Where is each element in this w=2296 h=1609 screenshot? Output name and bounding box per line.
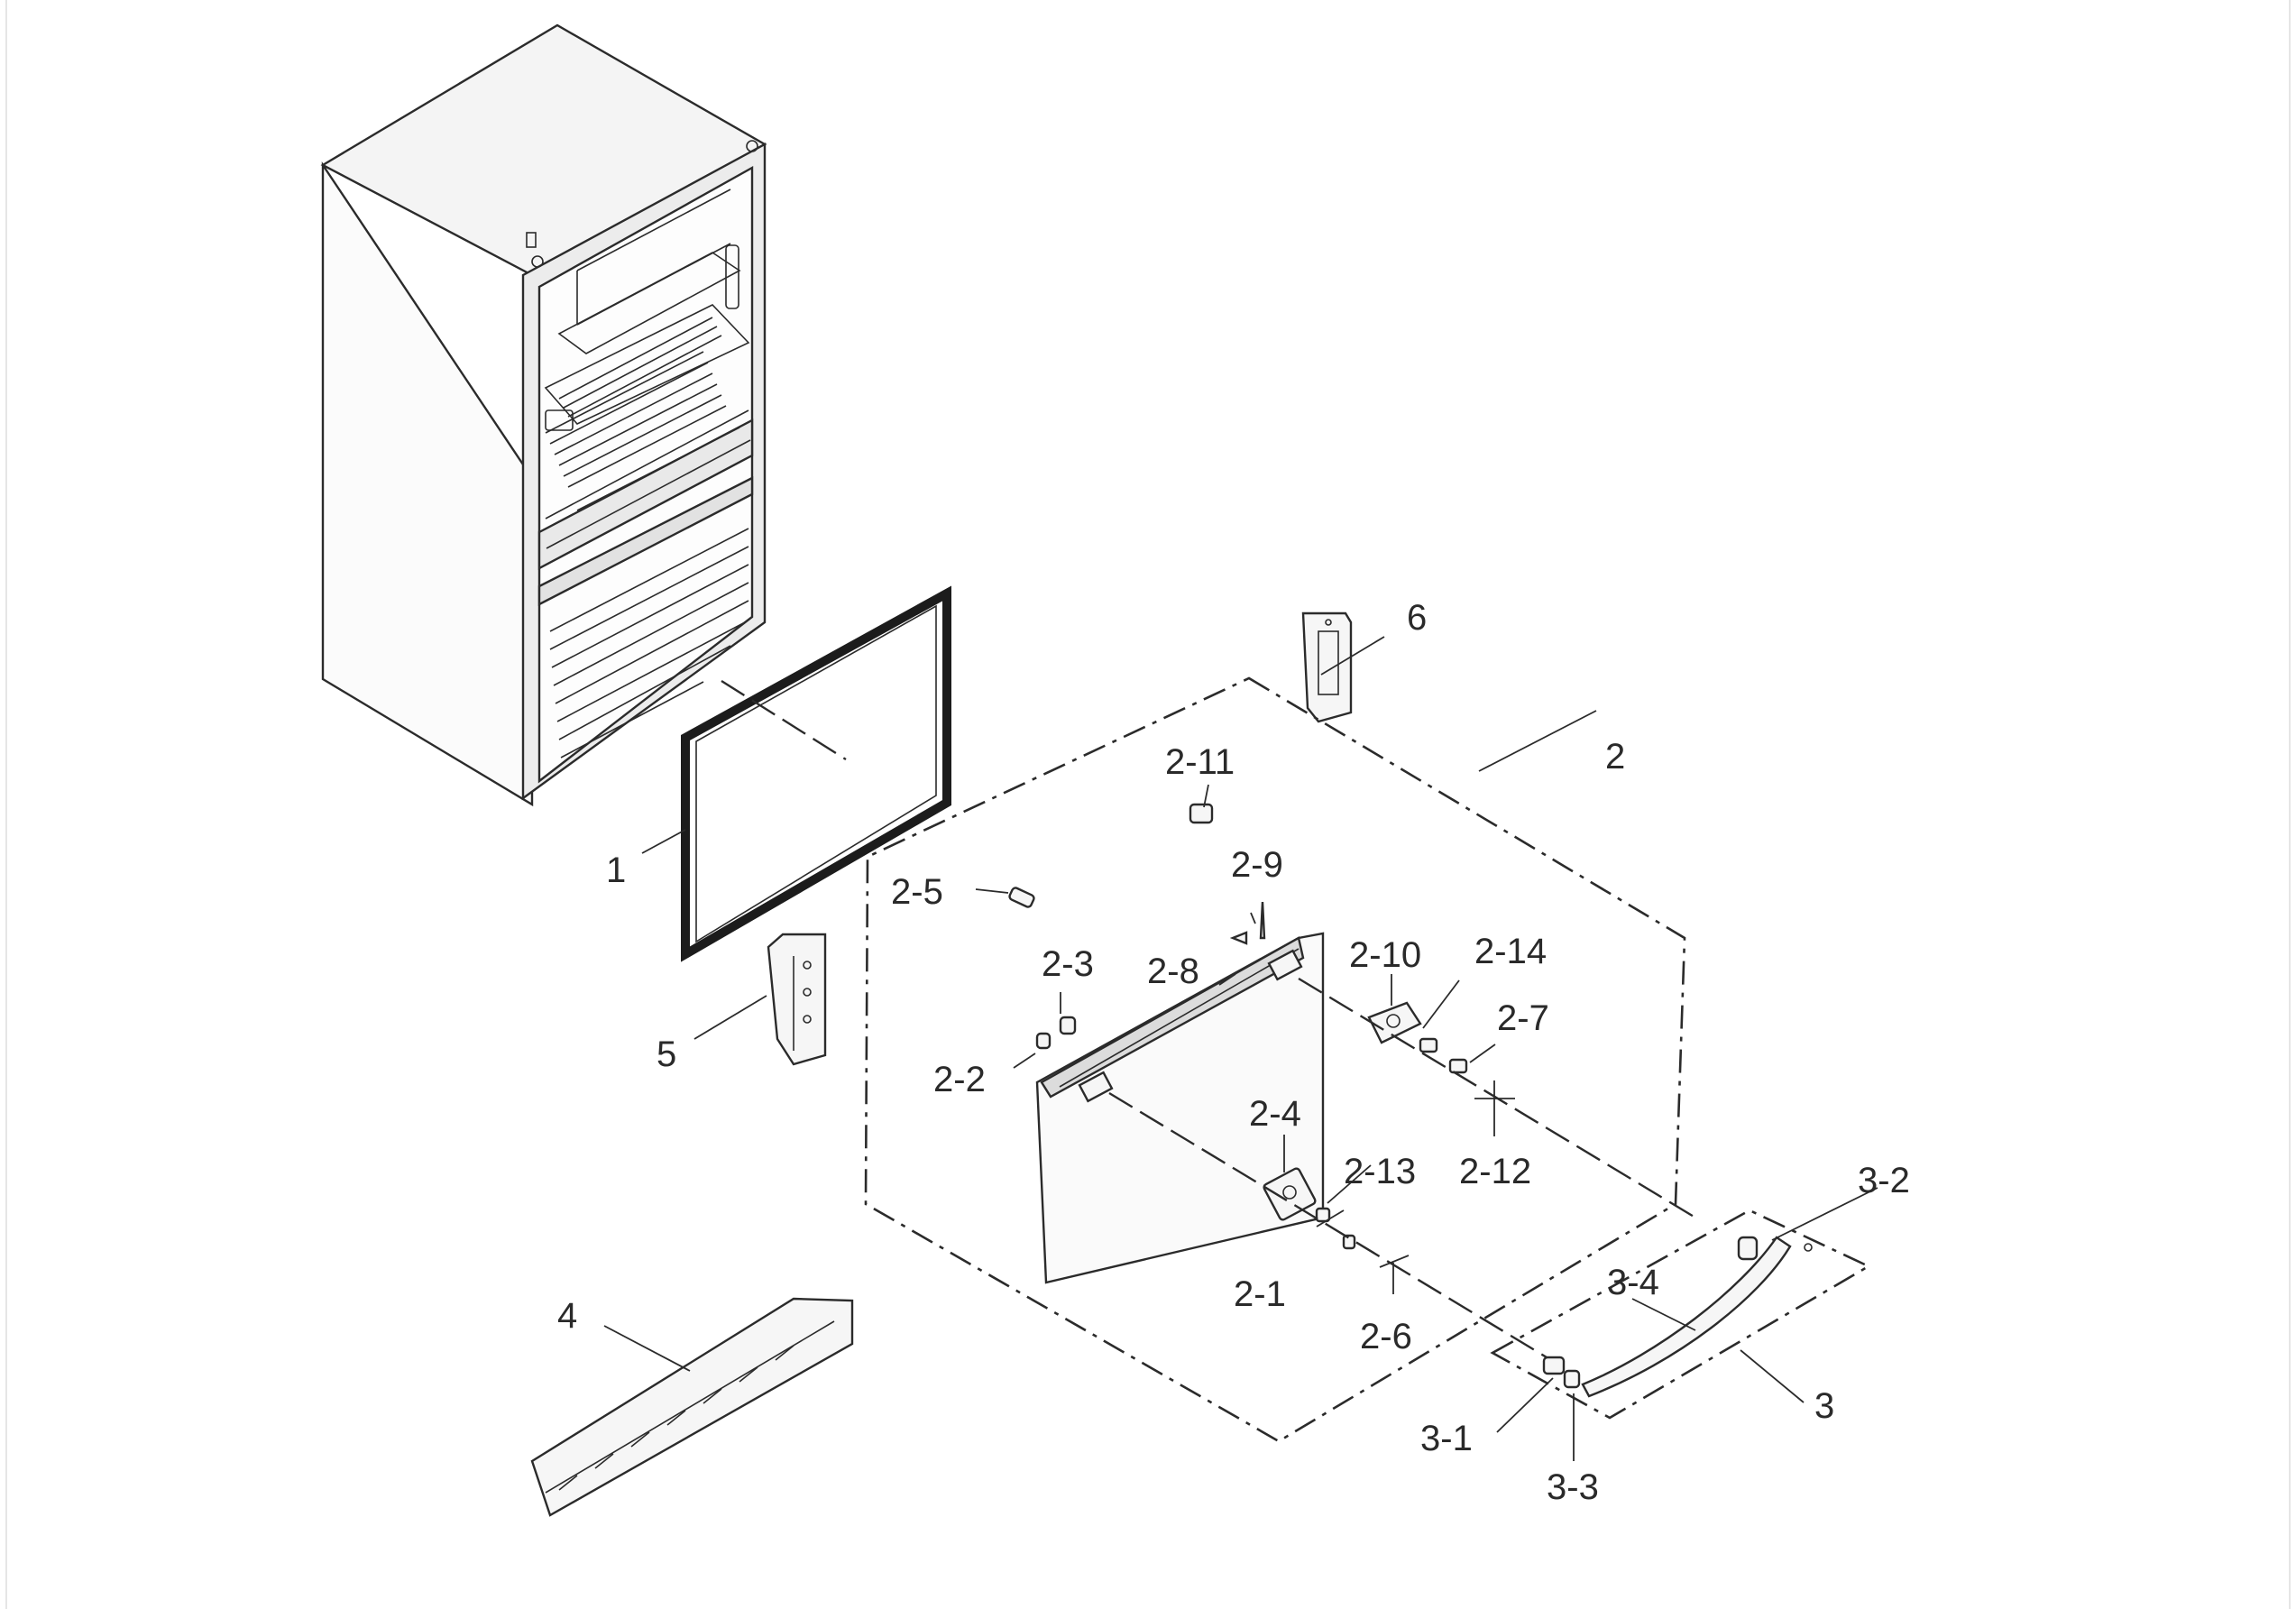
label-4: 4 xyxy=(557,1296,577,1336)
label-2-10: 2-10 xyxy=(1349,935,1421,975)
label-2: 2 xyxy=(1605,737,1625,777)
label-2-8: 2-8 xyxy=(1147,952,1199,991)
label-2-3: 2-3 xyxy=(1042,944,1094,984)
label-2-2: 2-2 xyxy=(933,1060,986,1099)
label-1: 1 xyxy=(606,850,626,890)
label-2-14: 2-14 xyxy=(1474,932,1547,971)
screw-cross-markers xyxy=(1379,1080,1515,1294)
label-2-11: 2-11 xyxy=(1165,742,1235,782)
assembly-alignment-lines xyxy=(1108,977,1696,1362)
label-2-1: 2-1 xyxy=(1234,1274,1286,1314)
label-2-4: 2-4 xyxy=(1249,1094,1301,1134)
hardware-parts xyxy=(1008,803,1468,1250)
refrigerator-cabinet xyxy=(320,23,767,807)
door-assembly-boundary xyxy=(864,676,1686,1443)
right-border-line xyxy=(2289,0,2291,1609)
label-2-5: 2-5 xyxy=(891,872,943,912)
label-3-1: 3-1 xyxy=(1420,1419,1473,1458)
label-3: 3 xyxy=(1814,1386,1834,1426)
label-5: 5 xyxy=(657,1034,676,1074)
label-2-12: 2-12 xyxy=(1459,1152,1531,1191)
door-gasket xyxy=(681,585,951,962)
label-6: 6 xyxy=(1407,598,1427,638)
freezer-door-panel xyxy=(1035,932,1325,1284)
label-3-2: 3-2 xyxy=(1858,1161,1910,1200)
left-border-line xyxy=(5,0,7,1609)
handle-assembly xyxy=(1490,1209,1871,1420)
label-2-7: 2-7 xyxy=(1497,998,1549,1038)
label-3-3: 3-3 xyxy=(1547,1467,1599,1507)
label-2-6: 2-6 xyxy=(1360,1317,1412,1356)
label-2-13: 2-13 xyxy=(1344,1152,1416,1191)
label-2-9: 2-9 xyxy=(1231,845,1283,885)
bracket-right xyxy=(1301,611,1353,723)
door-bin xyxy=(530,1297,854,1517)
bracket-left xyxy=(767,933,827,1066)
label-3-4: 3-4 xyxy=(1607,1263,1659,1302)
gasket-alignment-line xyxy=(721,679,847,761)
callout-labels: 1 2 2-1 2-2 2-3 2-4 2-5 2-6 2-7 2-8 2-9 … xyxy=(557,598,1910,1507)
leader-lines xyxy=(603,636,1878,1461)
